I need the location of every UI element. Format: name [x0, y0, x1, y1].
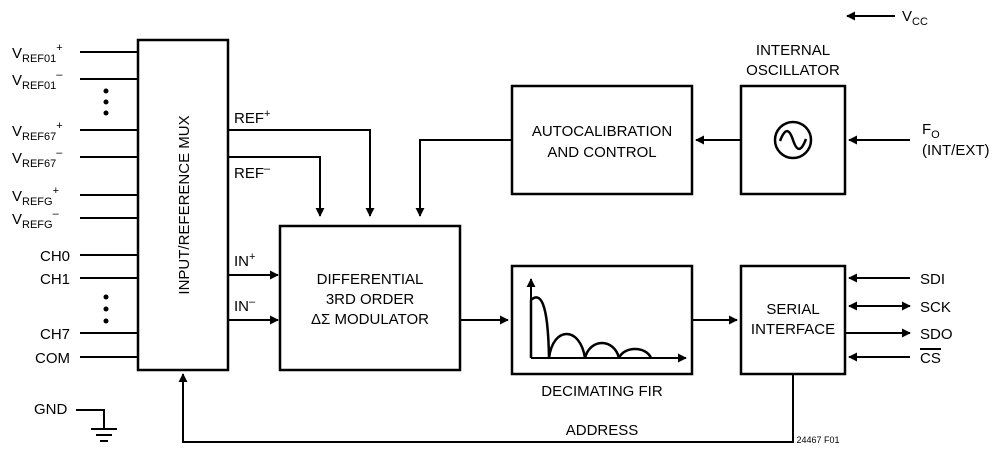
- ref-plus-superscript: +: [264, 108, 270, 120]
- autocal-line1: AUTOCALIBRATION: [532, 123, 672, 140]
- input-label-vref67p: VREF67+: [12, 120, 63, 143]
- input-pin-vref01p: VREF01+: [12, 42, 138, 65]
- ref-plus-signal: REF+: [228, 108, 375, 217]
- serial-interface-block: SERIAL INTERFACE: [739, 264, 847, 376]
- fo-clock-input: FO (INT/EXT): [848, 121, 990, 159]
- fir-side-lobe-3: [617, 347, 653, 359]
- input-pin-ch0: CH0: [40, 248, 138, 265]
- fir-side-lobe-1: [547, 332, 587, 359]
- input-label-vref01p: VREF01+: [12, 42, 63, 65]
- input-pin-ch1: CH1: [40, 271, 138, 288]
- input-label-vrefgn: VREFG–: [12, 208, 60, 231]
- sine-wave-icon: [773, 120, 813, 160]
- autocal-to-modulator-arrow: [415, 139, 512, 217]
- input-pin-com: COM: [35, 350, 138, 367]
- ref-minus-superscript: –: [264, 163, 271, 175]
- svg-text:VCC: VCC: [902, 8, 928, 28]
- input-pin-vrefgp: VREFG+: [12, 185, 138, 208]
- input-label-ch0: CH0: [40, 248, 70, 265]
- input-label-vrefgp: VREFG+: [12, 185, 59, 208]
- sck-label: SCK: [920, 299, 951, 316]
- decimating-fir-block: DECIMATING FIR: [510, 264, 694, 400]
- in-plus-superscript: +: [249, 251, 255, 263]
- svg-text:IN+: IN+: [234, 251, 255, 270]
- address-label: ADDRESS: [566, 422, 639, 439]
- address-bus-arrow: [178, 373, 794, 443]
- input-label-com: COM: [35, 350, 70, 367]
- fir-label: DECIMATING FIR: [541, 383, 663, 400]
- modulator-line1: DIFFERENTIAL: [317, 271, 424, 288]
- in-plus-label: IN: [234, 253, 249, 270]
- svg-text:IN–: IN–: [234, 296, 256, 315]
- in-minus-superscript: –: [249, 296, 256, 308]
- svg-text:REF–: REF–: [234, 163, 271, 182]
- delta-sigma-modulator-block: DIFFERENTIAL 3RD ORDER ΔΣ MODULATOR: [278, 224, 462, 372]
- input-label-ch7: CH7: [40, 326, 70, 343]
- input-label-vref01n: VREF01–: [12, 69, 63, 92]
- autocal-line2: AND CONTROL: [547, 144, 656, 161]
- in-plus-signal: IN+: [228, 251, 279, 280]
- input-pin-vref67n: VREF67–: [12, 147, 138, 170]
- sdi-label: SDI: [920, 271, 945, 288]
- input-pin-vref67p: VREF67+: [12, 120, 138, 143]
- mux-label: INPUT/REFERENCE MUX: [176, 115, 193, 294]
- ref-minus-label: REF: [234, 165, 264, 182]
- modulator-line3: ΔΣ MODULATOR: [311, 311, 429, 328]
- in-minus-label: IN: [234, 298, 249, 315]
- serial-line1: SERIAL: [766, 301, 819, 318]
- vcc-pin: VCC: [846, 8, 928, 28]
- input-label-vref67n: VREF67–: [12, 147, 63, 170]
- fir-side-lobe-2: [583, 341, 621, 359]
- input-label-ch1: CH1: [40, 271, 70, 288]
- gnd-pin: GND: [34, 401, 117, 442]
- internal-oscillator-block: INTERNAL OSCILLATOR: [739, 42, 847, 196]
- ellipsis-dots-lower: [103, 294, 109, 324]
- gnd-label: GND: [34, 401, 68, 418]
- figure-id: 24467 F01: [796, 435, 839, 445]
- fir-main-lobe: [529, 296, 551, 359]
- sine-wave-glyph: [778, 129, 808, 151]
- input-reference-mux-block: INPUT/REFERENCE MUX: [136, 38, 230, 372]
- input-pin-ch7: CH7: [40, 326, 138, 343]
- cs-label: CS: [920, 350, 941, 367]
- input-pin-vrefgn: VREFG–: [12, 208, 138, 231]
- fo-subscript: O: [931, 129, 940, 141]
- fo-label: F: [922, 121, 931, 138]
- sdo-label: SDO: [920, 326, 953, 343]
- ref-minus-signal: REF–: [228, 156, 325, 217]
- svg-text:FO: FO: [922, 121, 940, 141]
- ellipsis-dots-upper: [103, 88, 109, 116]
- serial-line2: INTERFACE: [751, 321, 835, 338]
- fo-source-label: (INT/EXT): [922, 142, 990, 159]
- vcc-label: V: [902, 8, 912, 25]
- input-pin-vref01n: VREF01–: [12, 69, 138, 92]
- modulator-line2: 3RD ORDER: [326, 291, 415, 308]
- oscillator-title-line2: OSCILLATOR: [746, 62, 840, 79]
- oscillator-title-line1: INTERNAL: [756, 42, 830, 59]
- mux-input-pins: VREF01+ VREF01– VREF67+ VREF67– VREFG+VREFG–…: [12, 42, 138, 367]
- vcc-subscript: CC: [912, 16, 928, 28]
- in-minus-signal: IN–: [228, 296, 279, 325]
- autocalibration-control-block: AUTOCALIBRATION AND CONTROL: [510, 84, 694, 196]
- svg-text:REF+: REF+: [234, 108, 270, 127]
- ref-plus-label: REF: [234, 110, 264, 127]
